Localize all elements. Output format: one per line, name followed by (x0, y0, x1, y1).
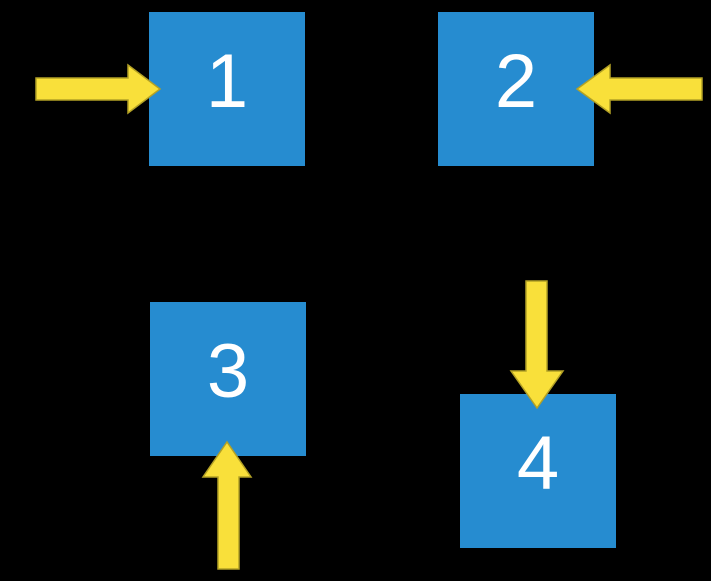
numbered-box-3: 3 (150, 302, 306, 456)
numbered-box-2: 2 (438, 12, 594, 166)
arrow-left-icon (575, 63, 703, 115)
arrow-right-icon (35, 63, 162, 115)
box-4-label: 4 (516, 421, 560, 506)
box-2-label: 2 (494, 39, 538, 124)
numbered-box-1: 1 (149, 12, 305, 166)
arrow-up-icon (201, 440, 253, 570)
box-3-label: 3 (206, 329, 250, 414)
box-1-label: 1 (205, 39, 249, 124)
numbered-box-4: 4 (460, 394, 616, 548)
arrow-down-icon (509, 280, 565, 410)
